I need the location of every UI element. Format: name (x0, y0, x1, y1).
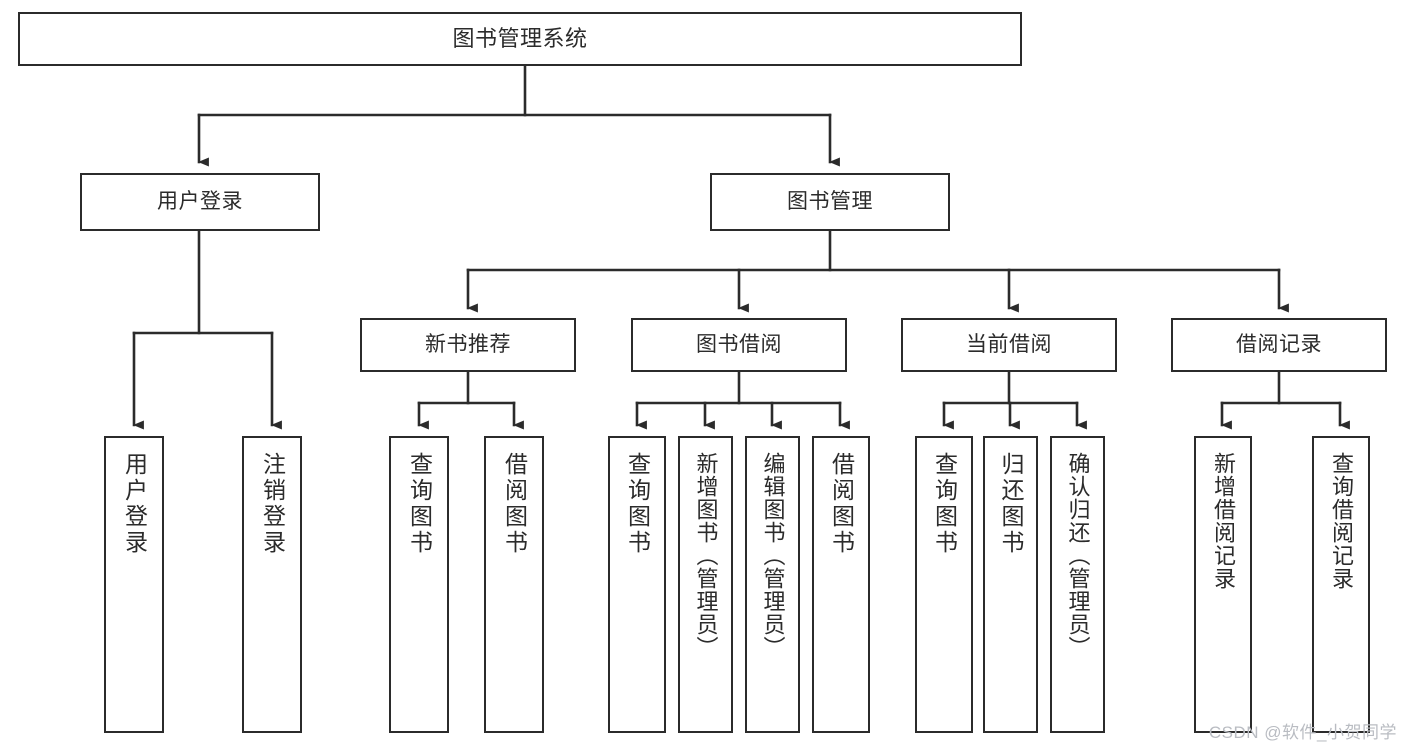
leaf-user-login-logout-label: 注销登录 (259, 452, 286, 556)
node-book-borrow-label: 图书借阅 (696, 332, 782, 356)
leaf-current-borrow-return[interactable]: 归还图书 (983, 436, 1038, 733)
leaf-new-book-query[interactable]: 查询图书 (389, 436, 449, 733)
node-book-management[interactable]: 图书管理 (710, 173, 950, 231)
leaf-borrow-record-add[interactable]: 新增借阅记录 (1194, 436, 1252, 733)
leaf-book-borrow-query[interactable]: 查询图书 (608, 436, 666, 733)
node-new-book-recommend[interactable]: 新书推荐 (360, 318, 576, 372)
leaf-book-borrow-borrow[interactable]: 借阅图书 (812, 436, 870, 733)
leaf-current-borrow-return-label: 归还图书 (998, 452, 1024, 556)
leaf-user-login-logout[interactable]: 注销登录 (242, 436, 302, 733)
node-root-label: 图书管理系统 (452, 26, 588, 52)
node-borrow-record[interactable]: 借阅记录 (1171, 318, 1387, 372)
node-borrow-record-label: 借阅记录 (1236, 332, 1322, 356)
node-book-borrow[interactable]: 图书借阅 (631, 318, 847, 372)
watermark: CSDN @软件_小贺同学 (1208, 723, 1397, 742)
node-book-management-label: 图书管理 (787, 189, 873, 213)
leaf-book-borrow-add[interactable]: 新增图书（管理员） (678, 436, 733, 733)
leaf-current-borrow-query[interactable]: 查询图书 (915, 436, 973, 733)
leaf-book-borrow-edit[interactable]: 编辑图书（管理员） (745, 436, 800, 733)
node-user-login[interactable]: 用户登录 (80, 173, 320, 231)
leaf-book-borrow-borrow-label: 借阅图书 (828, 452, 855, 556)
leaf-borrow-record-add-label: 新增借阅记录 (1211, 452, 1236, 590)
node-user-login-label: 用户登录 (157, 189, 243, 213)
node-current-borrow[interactable]: 当前借阅 (901, 318, 1117, 372)
node-new-book-recommend-label: 新书推荐 (425, 332, 511, 356)
node-current-borrow-label: 当前借阅 (966, 332, 1052, 356)
node-root[interactable]: 图书管理系统 (18, 12, 1022, 66)
leaf-current-borrow-confirm[interactable]: 确认归还（管理员） (1050, 436, 1105, 733)
leaf-book-borrow-edit-label: 编辑图书（管理员） (760, 452, 786, 659)
leaf-current-borrow-query-label: 查询图书 (931, 452, 958, 556)
leaf-user-login-login[interactable]: 用户登录 (104, 436, 164, 733)
leaf-user-login-login-label: 用户登录 (121, 452, 148, 556)
leaf-new-book-query-label: 查询图书 (406, 452, 433, 556)
leaf-current-borrow-confirm-label: 确认归还（管理员） (1065, 452, 1091, 659)
leaf-new-book-borrow[interactable]: 借阅图书 (484, 436, 544, 733)
leaf-borrow-record-query[interactable]: 查询借阅记录 (1312, 436, 1370, 733)
leaf-book-borrow-add-label: 新增图书（管理员） (693, 452, 719, 659)
leaf-new-book-borrow-label: 借阅图书 (501, 452, 528, 556)
leaf-borrow-record-query-label: 查询借阅记录 (1329, 452, 1354, 590)
leaf-book-borrow-query-label: 查询图书 (624, 452, 651, 556)
